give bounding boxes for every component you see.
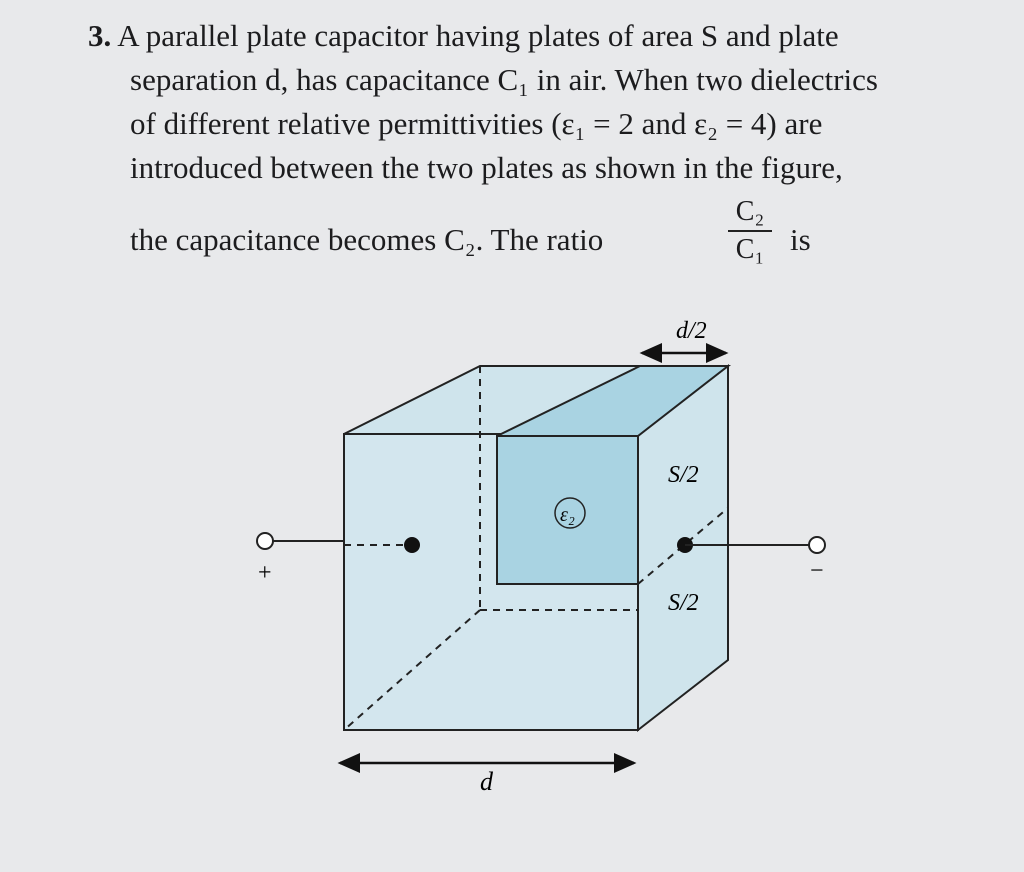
negative-sign: −	[810, 558, 824, 584]
question-text: 3. A parallel plate capacitor having pla…	[88, 14, 1018, 190]
question-line-5-end: is	[790, 222, 811, 257]
lower-area-label: S/2	[668, 590, 699, 616]
positive-terminal	[256, 532, 274, 550]
width-label: d	[480, 767, 494, 796]
dielectric-epsilon2-label: ε₂	[560, 504, 575, 526]
dielectric-label-circle	[554, 497, 586, 529]
question-line-1: 3. A parallel plate capacitor having pla…	[88, 18, 839, 53]
positive-sign: +	[258, 560, 272, 586]
negative-terminal	[808, 536, 826, 554]
question-number: 3.	[88, 18, 112, 53]
half-width-label: d/2	[676, 318, 707, 344]
fraction-bar	[728, 230, 772, 232]
ratio-fraction: C₂ C₁	[728, 196, 772, 266]
question-line-4: introduced between the two plates as sho…	[130, 150, 843, 185]
question-line-3: of different relative permittivities (ε₁…	[130, 106, 823, 141]
left-plate-dot	[404, 537, 420, 553]
ratio-denominator: C₁	[735, 234, 765, 265]
upper-area-label: S/2	[668, 462, 699, 488]
question-line-5: the capacitance becomes C₂. The ratio	[130, 222, 604, 257]
dielectric-epsilon2-block	[496, 435, 639, 585]
ratio-numerator: C₂	[735, 196, 765, 227]
question-line-2: separation d, has capacitance C₁ in air.…	[130, 62, 878, 97]
